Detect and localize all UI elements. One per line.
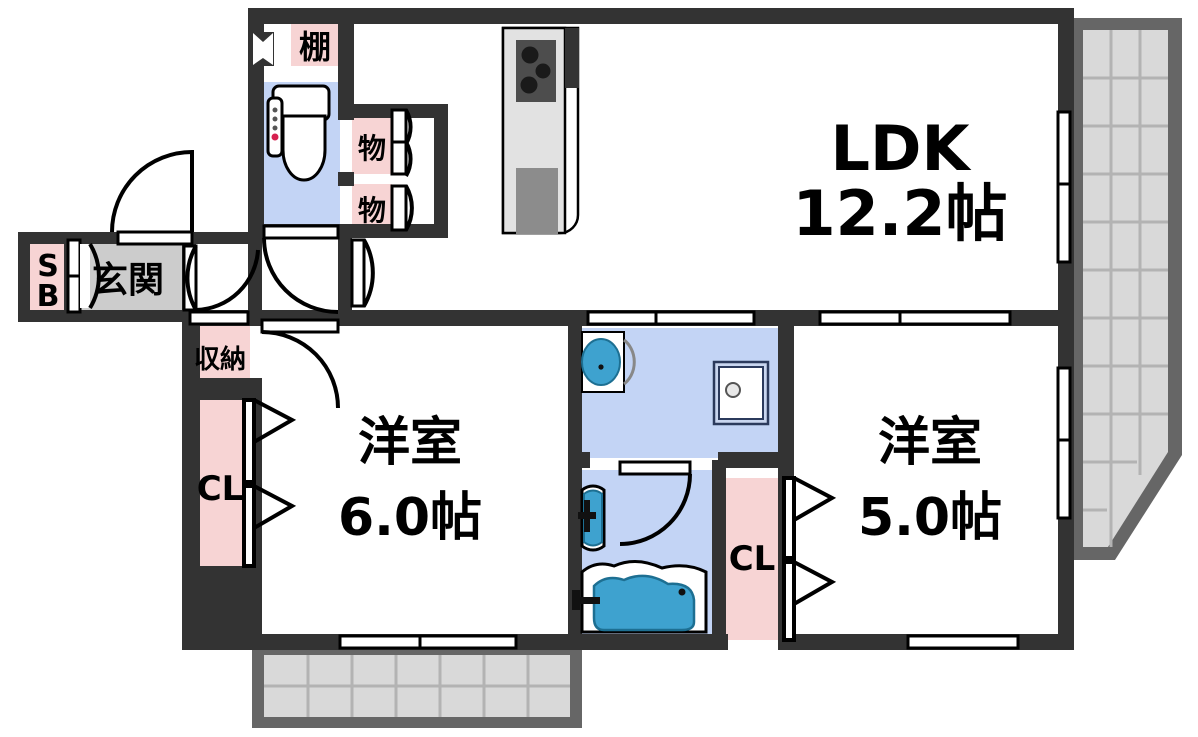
shelf-label: 棚 [299,28,331,66]
washbasin-icon [581,331,636,393]
storage-upper-label: 物 [358,132,386,165]
balcony-east [1070,18,1182,560]
hall-closet-label: 収納 [194,344,246,375]
ldk-size-label: 12.2帖 [793,177,1008,250]
entrance-inner-door-swing [88,242,101,310]
window-openings [338,110,1072,650]
entrance-floor [72,240,184,312]
shoe-box-label-top: S [37,249,59,284]
shoe-box-label-bottom: B [37,279,60,314]
closet-east-fill [722,478,784,640]
shelf-fill [291,22,341,66]
hall-door-swing-b [195,249,260,312]
balcony-south-tile-lines [264,655,570,717]
bath-mirror-icon [578,484,606,552]
balcony-east-tile-lines [1083,30,1168,547]
ldk-door-panel[interactable] [350,238,366,308]
bedroom-east-size-label: 5.0帖 [858,488,1002,548]
closet-east-label: CL [729,539,776,579]
bathroom-door-panel[interactable] [618,460,692,476]
toilet-door-panel[interactable] [262,224,340,240]
entrance-label: 玄関 [92,260,164,301]
bedroom-west-door-panel[interactable] [260,318,340,334]
storage-upper-fill [352,118,392,174]
hall-closet-door[interactable] [188,310,250,326]
balcony-south [252,648,582,728]
hall-door-swing-a [185,245,198,311]
toilet-door-swing [262,237,339,314]
closet-west-label: CL [197,469,244,509]
storage-upper-door[interactable] [390,108,413,177]
closet-east-doors[interactable] [782,476,837,642]
bedroom-east-label: 洋室 [878,413,982,473]
ldk-label: LDK [830,112,971,185]
storage-lower-door[interactable] [390,184,414,232]
bedroom-west-label: 洋室 [358,413,462,473]
toilet-icon [266,84,331,182]
shoe-box-doors[interactable] [66,238,82,314]
bathroom-door-swing [619,473,692,546]
ventilation-icon [252,32,274,66]
kitchen-counter-icon [501,26,580,235]
washing-machine-icon [712,360,770,426]
hall-door-panel[interactable] [182,244,198,312]
storage-lower-label: 物 [358,194,386,227]
shoe-box-fill [28,240,68,312]
doors-and-openings [66,108,1072,650]
kitchen-sink-icon [516,168,558,234]
bedroom-west-size-label: 6.0帖 [338,488,482,548]
ldk-door-swing [362,239,375,307]
bedroom-west-door-swing [261,330,340,409]
closet-west-doors[interactable] [242,398,297,568]
front-door-swing [110,149,194,233]
bathtub-icon [572,560,708,634]
front-door-panel[interactable] [116,230,194,246]
